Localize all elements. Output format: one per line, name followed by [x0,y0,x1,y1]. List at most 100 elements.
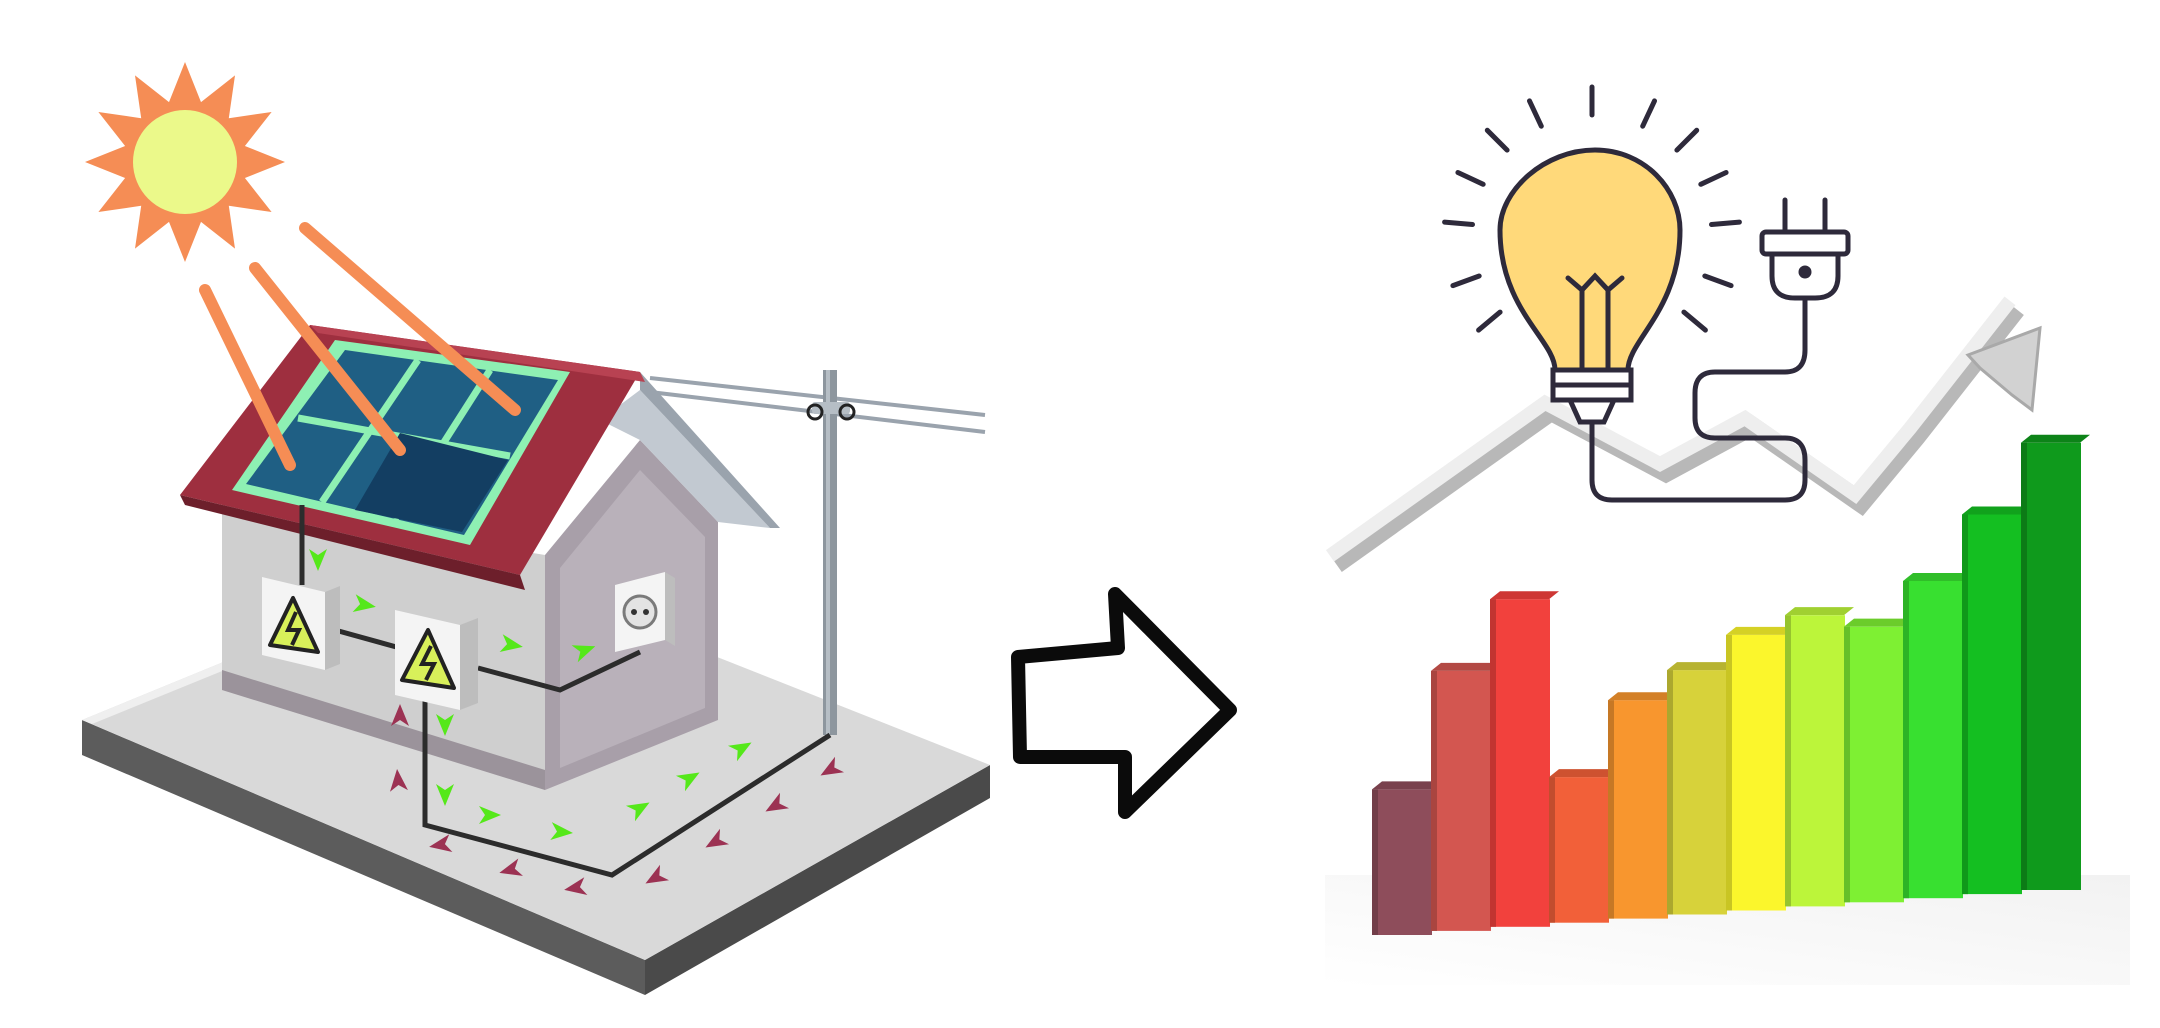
flow-arrow-icon [625,802,650,822]
wall-outlet-side [665,572,675,646]
flow-arrow-icon [571,645,596,663]
pole-insulator [806,403,824,421]
energy-bar-top [1844,618,1913,627]
flow-arrow-icon [429,834,453,852]
wall-outlet [615,572,675,652]
trend-line [1325,296,2016,562]
energy-flow-arrows [309,549,845,895]
trend-arrow-head [1965,325,2042,413]
sun-icon [85,62,285,262]
energy-bar [1726,634,1786,911]
bulb-ray [1640,98,1657,129]
bulb-glass [1497,147,1683,373]
energy-bar-edge [1903,581,1909,899]
energy-bar-edge [1844,626,1850,903]
flow-arrow-icon [765,792,790,812]
sun-beam [299,222,521,416]
outlet-socket-icon [622,594,658,630]
energy-bar-edge [1372,789,1378,935]
house-front-wall-shade [222,670,545,790]
flow-arrow-icon [550,822,573,841]
inverter-box [395,610,478,710]
flow-arrow-icon [645,864,670,884]
flow-arrow-icon [436,714,454,736]
energy-bar-top [1372,781,1441,790]
sun-beam [199,284,296,471]
light-bulb-icon [1442,84,1808,503]
energy-bar-edge [1785,615,1791,907]
energy-bar-top [1608,692,1677,701]
energy-bar-top [1785,607,1854,616]
bulb-filament [1565,272,1625,294]
energy-bar [1608,700,1668,919]
bulb-ray [1709,219,1742,227]
flow-arrow-icon [391,704,409,726]
energy-bar [1431,670,1491,931]
bulb-tip [1566,397,1618,425]
inverter-box-side [460,618,478,710]
energy-bars [1372,434,2090,935]
house-gable [600,390,770,528]
bulb-ray [1674,127,1700,153]
lightning-icon [284,611,303,646]
junction-box [262,577,340,670]
flow-arrow-icon [675,772,700,792]
energy-bar-edge [2021,442,2027,890]
pole-shaft-highlight [826,370,830,735]
energy-bar-top [2021,434,2090,443]
energy-bar-top [1431,662,1500,671]
energy-bar-edge [1962,514,1968,895]
energy-bar-edge [1431,670,1437,931]
bulb-ray [1442,219,1475,227]
plug-dot [1798,265,1812,279]
flow-arrow-icon [499,634,523,652]
flow-arrow-icon [820,756,845,776]
power-cable [649,376,986,417]
utility-pole [649,370,986,735]
plug-cap [1759,229,1851,257]
energy-bar [1785,615,1845,907]
wire-inverter-to-outlet [477,649,642,693]
energy-bar-edge [1726,634,1732,911]
energy-bar [1372,789,1432,935]
roof-ridge [310,325,645,382]
ground-slab-side-left [82,720,645,995]
wire-box-to-inverter [334,627,401,651]
energy-bar-top [1667,662,1736,671]
energy-bar-top [1962,506,2031,515]
lightning-icon [418,645,438,681]
right-arrow-icon [1011,587,1237,819]
ground-slab-side-right [645,765,990,995]
flow-arrow-icon [727,742,752,762]
energy-bar-edge [1490,599,1496,927]
outlet-hole [631,609,637,615]
high-voltage-icon [400,628,456,690]
bulb-ray [1484,127,1510,153]
junction-box-side [325,586,340,670]
flow-arrow-icon [705,828,730,848]
arrow-shape [1011,587,1237,819]
sun-beam [249,262,406,456]
outlet-hole [643,609,649,615]
sun-core [133,110,237,214]
energy-bar [1667,670,1727,915]
energy-bar [1490,599,1550,927]
flow-arrow-icon [352,594,376,612]
power-cord [1589,295,1808,503]
energy-bar-edge [1549,777,1555,923]
bulb-ray [1527,98,1544,129]
roof-edge [180,495,525,590]
energy-bar [1549,777,1609,923]
bulb-ray [1455,170,1486,187]
trend-line-shadow [1330,302,2024,572]
solar-house-icon [82,325,990,995]
pole-crossarm [812,402,850,414]
plug-icon [1759,197,1851,301]
flow-arrow-icon [499,858,523,876]
energy-bar-top [1726,626,1795,635]
energy-bar-edge [1608,700,1614,919]
energy-bar-edge [1667,670,1673,915]
bulb-ray [1476,309,1503,333]
